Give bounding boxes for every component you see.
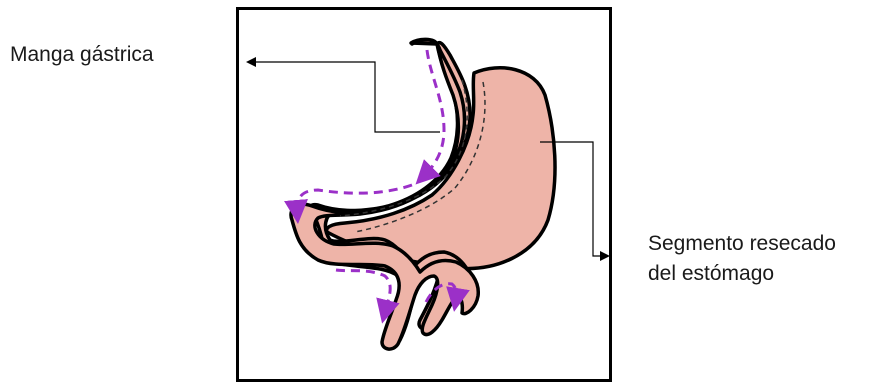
stomach-diagram [0, 0, 884, 386]
